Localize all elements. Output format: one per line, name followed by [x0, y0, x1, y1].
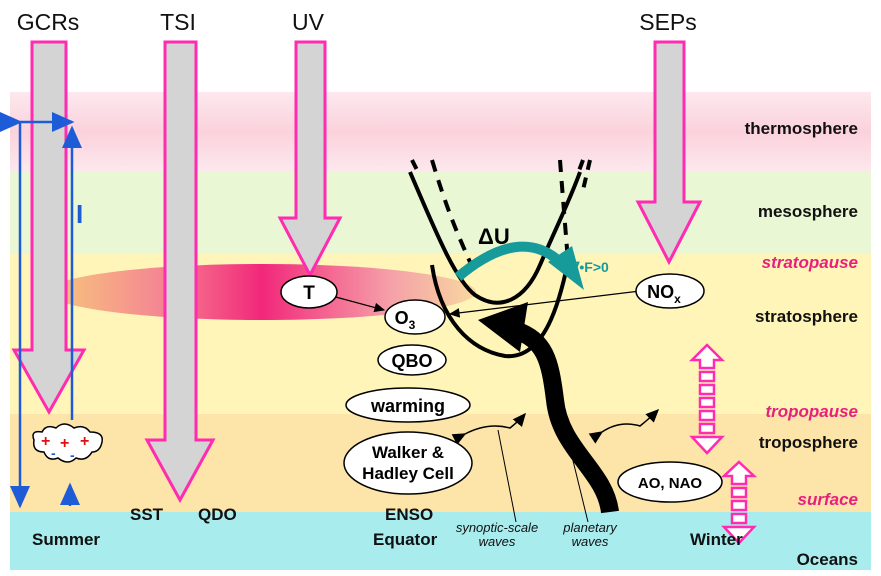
global-electric-circuit: I [0, 112, 83, 509]
synoptic-label-line2: waves [479, 534, 516, 549]
seps-title: SEPs [639, 9, 697, 35]
mesosphere-label: mesosphere [758, 202, 858, 221]
ao-nao-node: AO, NAO [617, 461, 723, 503]
charged-cloud: + + + - - [32, 423, 103, 463]
troposphere-label: troposphere [759, 433, 858, 452]
sst-label: SST [130, 505, 164, 524]
thermosphere-band [10, 92, 871, 172]
plus-sign-2: + [60, 435, 69, 452]
planetary-wave-arrow [478, 302, 619, 514]
surface-exchange-arrow [720, 460, 758, 545]
nox-main: NO [647, 282, 674, 302]
uv-title: UV [292, 9, 325, 35]
temperature-node: T [280, 275, 338, 309]
thermosphere-label: thermosphere [745, 119, 858, 138]
enso-label: ENSO [385, 505, 433, 524]
summer-label: Summer [32, 530, 100, 549]
gcrs-title: GCRs [17, 9, 80, 35]
planetary-pointer [565, 431, 589, 523]
qdo-label: QDO [198, 505, 237, 524]
tropopause-exchange-arrow [688, 343, 726, 455]
temperature-label: T [303, 283, 315, 304]
seps-arrow [635, 40, 703, 266]
flux-divergence-label: ∇•F>0 [569, 259, 609, 275]
wave-forcing-arrow [454, 241, 584, 290]
nox-sub: x [674, 292, 681, 306]
qbo-node: QBO [377, 344, 447, 376]
warming-label: warming [370, 396, 445, 416]
t-to-o3-arrow [331, 295, 386, 313]
planetary-label-line2: waves [572, 534, 609, 549]
tsi-title: TSI [160, 9, 196, 35]
nox-to-o3-arrow [448, 290, 641, 318]
ocean-band [10, 512, 871, 570]
ozone-main: O [395, 308, 409, 328]
nox-node: NOx [635, 273, 705, 309]
planetary-label-line1: planetary [562, 520, 618, 535]
ozone-label: O3 [395, 308, 416, 332]
stratosphere-label: stratosphere [755, 307, 858, 326]
current-label: I [76, 199, 83, 229]
ozone-sub: 3 [409, 318, 416, 332]
ao-nao-label: AO, NAO [638, 475, 703, 492]
tsi-arrow [144, 40, 216, 504]
plus-sign-1: + [41, 433, 50, 450]
walker-label: Walker & [372, 443, 444, 462]
plus-sign-3: + [80, 433, 89, 450]
equator-label: Equator [373, 530, 438, 549]
ozone-node: O3 [384, 299, 446, 335]
warming-node: warming [345, 387, 471, 423]
synoptic-label-line1: synoptic-scale [456, 520, 538, 535]
minus-sign-1: - [51, 445, 56, 461]
synoptic-wave-arrows [451, 408, 660, 445]
winter-label: Winter [690, 530, 743, 549]
gcrs-arrow [11, 40, 87, 416]
qbo-label: QBO [391, 351, 432, 371]
oceans-label: Oceans [797, 550, 858, 569]
nox-label: NOx [647, 282, 681, 306]
stratopause-label: stratopause [762, 253, 858, 272]
tropopause-label: tropopause [765, 402, 858, 421]
synoptic-pointer [497, 429, 517, 523]
uv-arrow [277, 40, 343, 279]
hadley-label: Hadley Cell [362, 464, 454, 483]
minus-sign-2: - [70, 447, 75, 463]
walker-hadley-node: Walker & Hadley Cell [343, 431, 473, 495]
surface-label: surface [798, 490, 858, 509]
